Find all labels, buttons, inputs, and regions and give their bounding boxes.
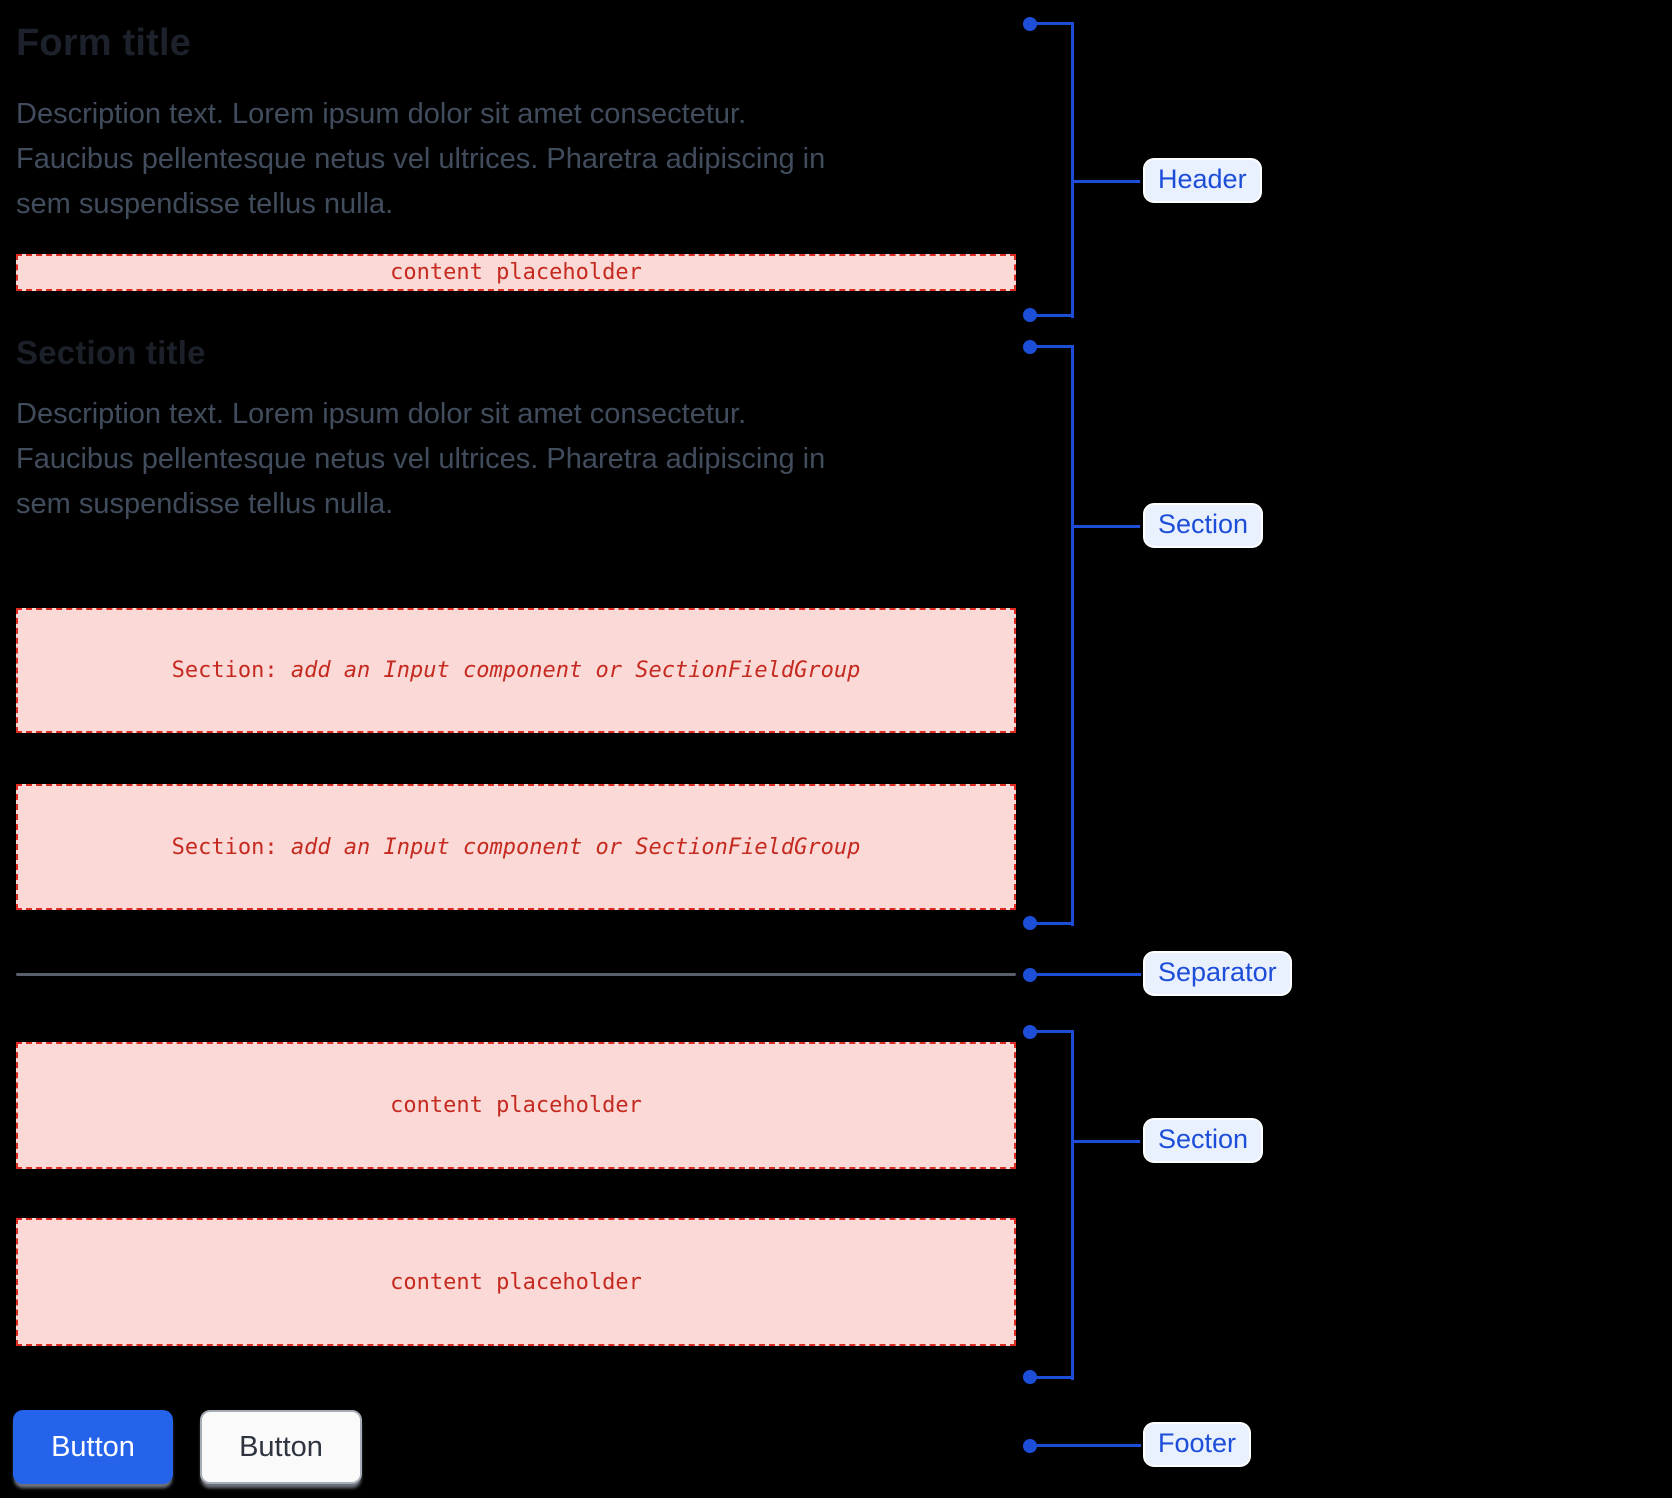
- connector-line: [1037, 973, 1141, 976]
- connector-line: [1030, 922, 1074, 925]
- section-input-placeholder: Section: add an Input component or Secti…: [16, 608, 1016, 733]
- section-description: Description text. Lorem ipsum dolor sit …: [16, 398, 826, 520]
- connector-line: [1030, 314, 1074, 317]
- connector-line: [1071, 345, 1074, 926]
- connector-line: [1074, 525, 1140, 528]
- connector-line: [1074, 1140, 1140, 1143]
- section-content-placeholder: content placeholder: [16, 1218, 1016, 1346]
- connector-dot: [1023, 968, 1037, 982]
- placeholder-text: content placeholder: [390, 1269, 642, 1295]
- connector-line: [1030, 1030, 1074, 1033]
- section-title: Section title: [16, 334, 206, 371]
- connector-line: [1071, 22, 1074, 318]
- connector-dot: [1023, 916, 1037, 930]
- header-content-placeholder: content placeholder: [16, 254, 1016, 291]
- connector-line: [1030, 1376, 1074, 1379]
- form-title: Form title: [16, 22, 192, 64]
- annotation-label-section: Section: [1143, 503, 1264, 548]
- connector-line: [1071, 1030, 1074, 1380]
- separator-line: [16, 973, 1016, 976]
- form-description: Description text. Lorem ipsum dolor sit …: [16, 98, 826, 220]
- connector-dot: [1023, 1439, 1037, 1453]
- connector-dot: [1023, 1370, 1037, 1384]
- placeholder-text: Section: add an Input component or Secti…: [171, 834, 861, 860]
- placeholder-text: Section: add an Input component or Secti…: [171, 658, 861, 683]
- placeholder-text: content placeholder: [390, 260, 642, 285]
- annotation-label-separator: Separator: [1143, 951, 1292, 996]
- connector-line: [1030, 22, 1074, 25]
- connector-dot: [1023, 308, 1037, 322]
- section-input-placeholder: Section: add an Input component or Secti…: [16, 784, 1016, 910]
- annotation-label-footer: Footer: [1143, 1422, 1252, 1467]
- section-content-placeholder: content placeholder: [16, 1042, 1016, 1169]
- connector-line: [1030, 345, 1074, 348]
- connector-line: [1074, 180, 1140, 183]
- primary-button[interactable]: Button: [13, 1410, 173, 1484]
- annotation-label-section: Section: [1143, 1118, 1264, 1163]
- connector-line: [1037, 1444, 1141, 1447]
- secondary-button[interactable]: Button: [200, 1410, 362, 1484]
- placeholder-text: content placeholder: [390, 1093, 642, 1118]
- annotation-label-header: Header: [1143, 158, 1262, 203]
